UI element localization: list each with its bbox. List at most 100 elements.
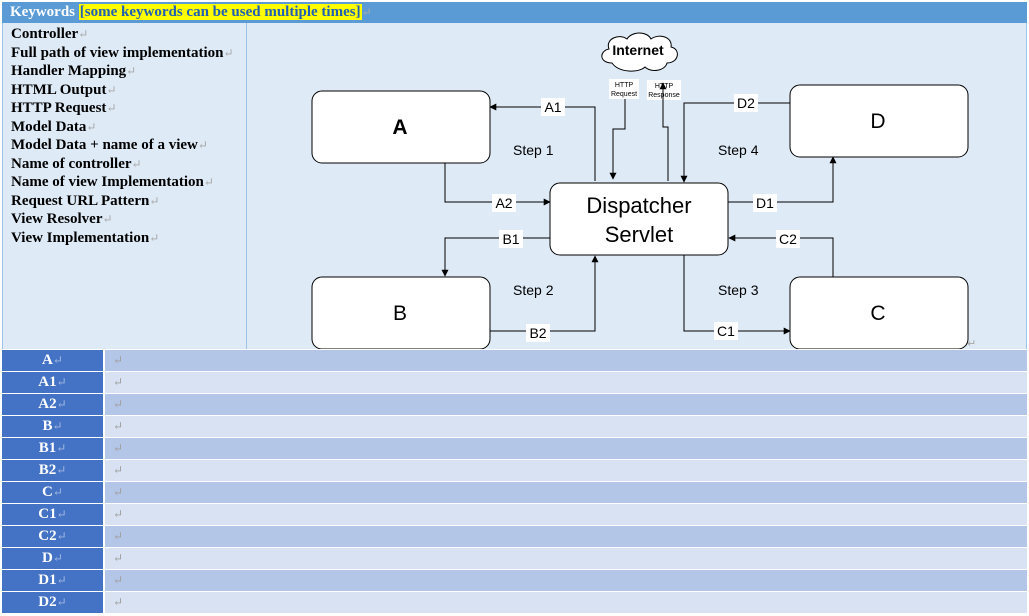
paragraph-mark-icon: ↵	[223, 45, 234, 60]
answer-field[interactable]: ↵	[105, 350, 1027, 371]
keywords-note-highlight: [some keywords can be used multiple time…	[78, 4, 362, 20]
paragraph-mark-icon: ↵	[149, 230, 160, 245]
answer-label: C↵	[2, 482, 103, 503]
keyword-list: Controller↵ Full path of view implementa…	[11, 25, 234, 247]
paragraph-mark-icon: ↵	[56, 573, 67, 587]
answer-field[interactable]: ↵	[105, 526, 1027, 547]
label-a1: A1	[544, 99, 561, 115]
label-step3: Step 3	[718, 282, 759, 298]
box-d: D	[789, 84, 969, 158]
paragraph-mark-icon: ↵	[197, 138, 208, 152]
keyword-item: Controller↵	[11, 26, 89, 42]
keyword-item: Full path of view implementation↵	[11, 44, 234, 61]
paragraph-mark-icon: ↵	[52, 353, 63, 367]
answer-field[interactable]: ↵	[105, 504, 1027, 525]
label-step4: Step 4	[718, 142, 759, 158]
internet-label: Internet	[612, 42, 664, 58]
svg-text:Response: Response	[648, 92, 680, 99]
answer-row: D1↵↵	[2, 570, 1027, 592]
keyword-item: Request URL Pattern↵	[11, 192, 160, 209]
answer-label: C1↵	[2, 504, 103, 525]
svg-text:A: A	[392, 116, 407, 139]
internet-cloud-icon: Internet	[601, 32, 678, 72]
answer-field[interactable]: ↵	[105, 592, 1027, 613]
http-response-label: HTTP Response	[647, 80, 681, 100]
answer-label: A↵	[2, 350, 103, 371]
svg-text:Request: Request	[611, 91, 637, 98]
arrow-d1	[728, 156, 837, 203]
diagram-cell: Internet HTTP Request HTTP Response A	[247, 23, 1027, 349]
label-b2: B2	[529, 325, 546, 341]
answer-row: A2↵↵	[2, 394, 1027, 416]
answer-field[interactable]: ↵	[105, 416, 1027, 437]
label-step2: Step 2	[513, 282, 554, 298]
svg-text:D: D	[870, 110, 885, 133]
answer-field[interactable]: ↵	[105, 394, 1027, 415]
answer-row: D2↵↵	[2, 592, 1027, 614]
paragraph-mark-icon: ↵	[106, 101, 117, 115]
paragraph-mark-icon: ↵	[56, 441, 67, 455]
paragraph-mark-icon: ↵	[56, 529, 67, 543]
svg-text:B: B	[393, 302, 407, 325]
paragraph-mark-icon: ↵	[203, 175, 214, 189]
answer-row: D↵↵	[2, 548, 1027, 570]
paragraph-mark-icon: ↵	[102, 212, 113, 226]
answer-field[interactable]: ↵	[105, 372, 1027, 393]
answer-label: A2↵	[2, 394, 103, 415]
answer-row: A1↵↵	[2, 372, 1027, 394]
arrow-a1	[489, 103, 596, 181]
paragraph-mark-icon: ↵	[52, 551, 63, 565]
svg-text:Servlet: Servlet	[605, 222, 673, 247]
answer-row: C2↵↵	[2, 526, 1027, 548]
answer-field[interactable]: ↵	[105, 570, 1027, 591]
http-request-label: HTTP Request	[609, 79, 639, 99]
paragraph-mark-icon: ↵	[52, 485, 63, 499]
paragraph-mark-icon: ↵	[78, 27, 89, 41]
box-a: A	[311, 90, 491, 164]
svg-text:HTTP: HTTP	[615, 82, 634, 89]
keywords-title: Keywords	[10, 4, 75, 20]
keywords-header: Keywords [some keywords can be used mult…	[10, 4, 372, 21]
answer-label: D↵	[2, 548, 103, 569]
answer-row: B↵↵	[2, 416, 1027, 438]
paragraph-mark-icon: ↵	[56, 507, 67, 521]
paragraph-mark-icon: ↵	[967, 337, 976, 349]
keyword-item: Model Data + name of a view↵	[11, 137, 208, 153]
arrow-c2	[728, 234, 834, 277]
paragraph-mark-icon: ↵	[149, 193, 160, 208]
keyword-item: View Implementation↵	[11, 229, 160, 246]
answer-row: A↵↵	[2, 350, 1027, 372]
label-step1: Step 1	[513, 142, 554, 158]
answer-field[interactable]: ↵	[105, 548, 1027, 569]
paragraph-mark-icon: ↵	[56, 463, 67, 477]
answer-grid: A↵↵ A1↵↵ A2↵↵ B↵↵ B1↵↵ B2↵↵ C↵↵ C1↵↵ C2↵…	[2, 350, 1027, 614]
keyword-item: HTML Output↵	[11, 81, 117, 98]
keyword-item: HTTP Request↵	[11, 100, 117, 116]
keyword-item: Name of controller↵	[11, 155, 142, 172]
answer-field[interactable]: ↵	[105, 460, 1027, 481]
answer-label: A1↵	[2, 372, 103, 393]
paragraph-mark-icon: ↵	[52, 419, 63, 433]
arrow-b1	[441, 237, 550, 277]
answer-label: B1↵	[2, 438, 103, 459]
svg-text:HTTP: HTTP	[655, 83, 674, 90]
paragraph-mark-icon: ↵	[56, 397, 67, 411]
keyword-item: Model Data↵	[11, 118, 97, 135]
answer-label: D2↵	[2, 592, 103, 613]
paragraph-mark-icon: ↵	[361, 5, 372, 19]
paragraph-mark-icon: ↵	[86, 119, 97, 134]
box-c: C	[789, 276, 969, 349]
answer-field[interactable]: ↵	[105, 482, 1027, 503]
svg-text:C: C	[870, 302, 885, 325]
label-c2: C2	[779, 231, 797, 247]
label-d2: D2	[737, 95, 755, 111]
label-a2: A2	[495, 195, 512, 211]
paragraph-mark-icon: ↵	[56, 375, 67, 389]
svg-text:Dispatcher: Dispatcher	[586, 193, 691, 218]
answer-label: B2↵	[2, 460, 103, 481]
answer-field[interactable]: ↵	[105, 438, 1027, 459]
label-c1: C1	[717, 323, 735, 339]
paragraph-mark-icon: ↵	[131, 156, 142, 171]
http-response-arrow	[659, 82, 669, 181]
